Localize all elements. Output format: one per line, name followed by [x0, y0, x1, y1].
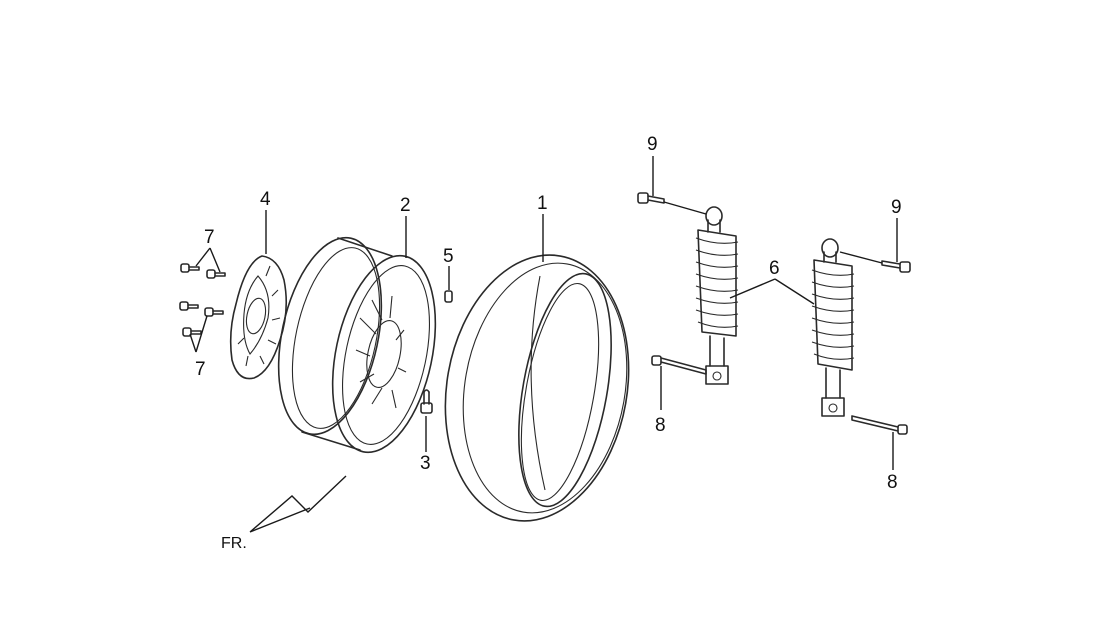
shock-absorber-left — [695, 206, 739, 385]
callout-9-right: 9 — [891, 197, 902, 218]
callout-8-right: 8 — [887, 472, 898, 493]
callout-2: 2 — [400, 195, 411, 216]
callout-4: 4 — [260, 189, 271, 210]
wheel-rim — [277, 236, 437, 454]
callout-8-left: 8 — [655, 415, 666, 436]
tire — [444, 254, 630, 522]
valve-stem — [420, 389, 433, 414]
upper-shock-bolt-right — [881, 260, 911, 273]
lower-shock-bolt-left — [651, 355, 707, 375]
shock-absorber-right — [811, 238, 855, 417]
callout-7-upper: 7 — [204, 227, 215, 248]
callout-labels: 1 2 3 4 5 6 7 7 8 8 9 9 — [195, 134, 902, 493]
direction-arrow — [249, 475, 347, 533]
lower-shock-bolt-right — [851, 415, 908, 435]
callout-7-lower: 7 — [195, 359, 206, 380]
brake-disc — [229, 255, 288, 380]
upper-shock-bolt-left — [637, 192, 665, 204]
callout-6: 6 — [769, 258, 780, 279]
leader-lines — [189, 156, 898, 470]
disc-bolts — [179, 263, 226, 337]
callout-5: 5 — [443, 246, 454, 267]
direction-label: FR. — [221, 535, 247, 552]
callout-9-left: 9 — [647, 134, 658, 155]
small-plug — [444, 290, 453, 303]
callout-3: 3 — [420, 453, 431, 474]
callout-1: 1 — [537, 193, 548, 214]
front-direction-indicator: FR. — [221, 475, 347, 552]
